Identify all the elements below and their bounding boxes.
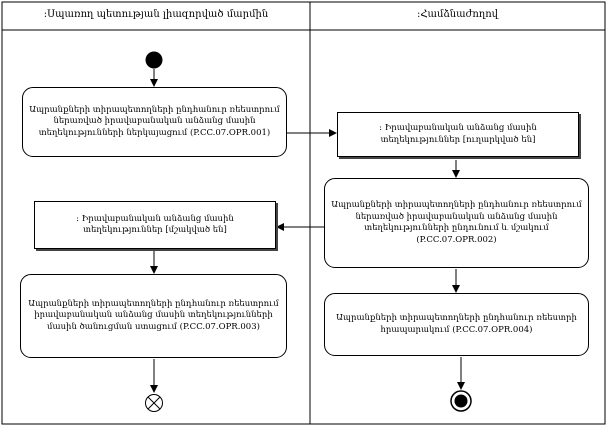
activity-publish-register: Ապրանքների տիրապետողների ընդհանուր ռեեստ… <box>324 293 589 356</box>
activity-receive-notification: Ապրանքների տիրապետողների ընդհանուր ռեեստ… <box>20 274 287 358</box>
object-label: : Իրավաբանական անձանց մասին տեղեկություն… <box>76 213 234 236</box>
activity-label: Ապրանքների տիրապետողների ընդհանուր ռեեստ… <box>29 104 280 138</box>
activity-submit-info: Ապրանքների տիրապետողների ընդհանուր ռեեստ… <box>22 87 287 157</box>
flow-final-node <box>145 394 163 412</box>
initial-node <box>145 51 163 69</box>
activity-final-node <box>450 390 472 412</box>
lane-title-authority: :Սպառող պետության լիազորված մարմին <box>43 9 269 20</box>
activity-receive-process-info: Ապրանքների տիրապետողների ընդհանուր ռեեստ… <box>324 178 589 268</box>
activity-label: Ապրանքների տիրապետողների ընդհանուր ռեեստ… <box>336 313 577 335</box>
activity-label: Ապրանքների տիրապետողների ընդհանուր ռեեստ… <box>331 200 582 245</box>
object-label: : Իրավաբանական անձանց մասին տեղեկություն… <box>379 123 537 145</box>
lane-title-commission: :Համձնաժողով <box>417 9 498 20</box>
object-info-sent: : Իրավաբանական անձանց մասին տեղեկություն… <box>337 112 579 157</box>
object-info-processed: : Իրավաբանական անձանց մասին տեղեկություն… <box>34 201 276 249</box>
activity-label: Ապրանքների տիրապետողների ընդհանուր ռեեստ… <box>28 298 279 332</box>
